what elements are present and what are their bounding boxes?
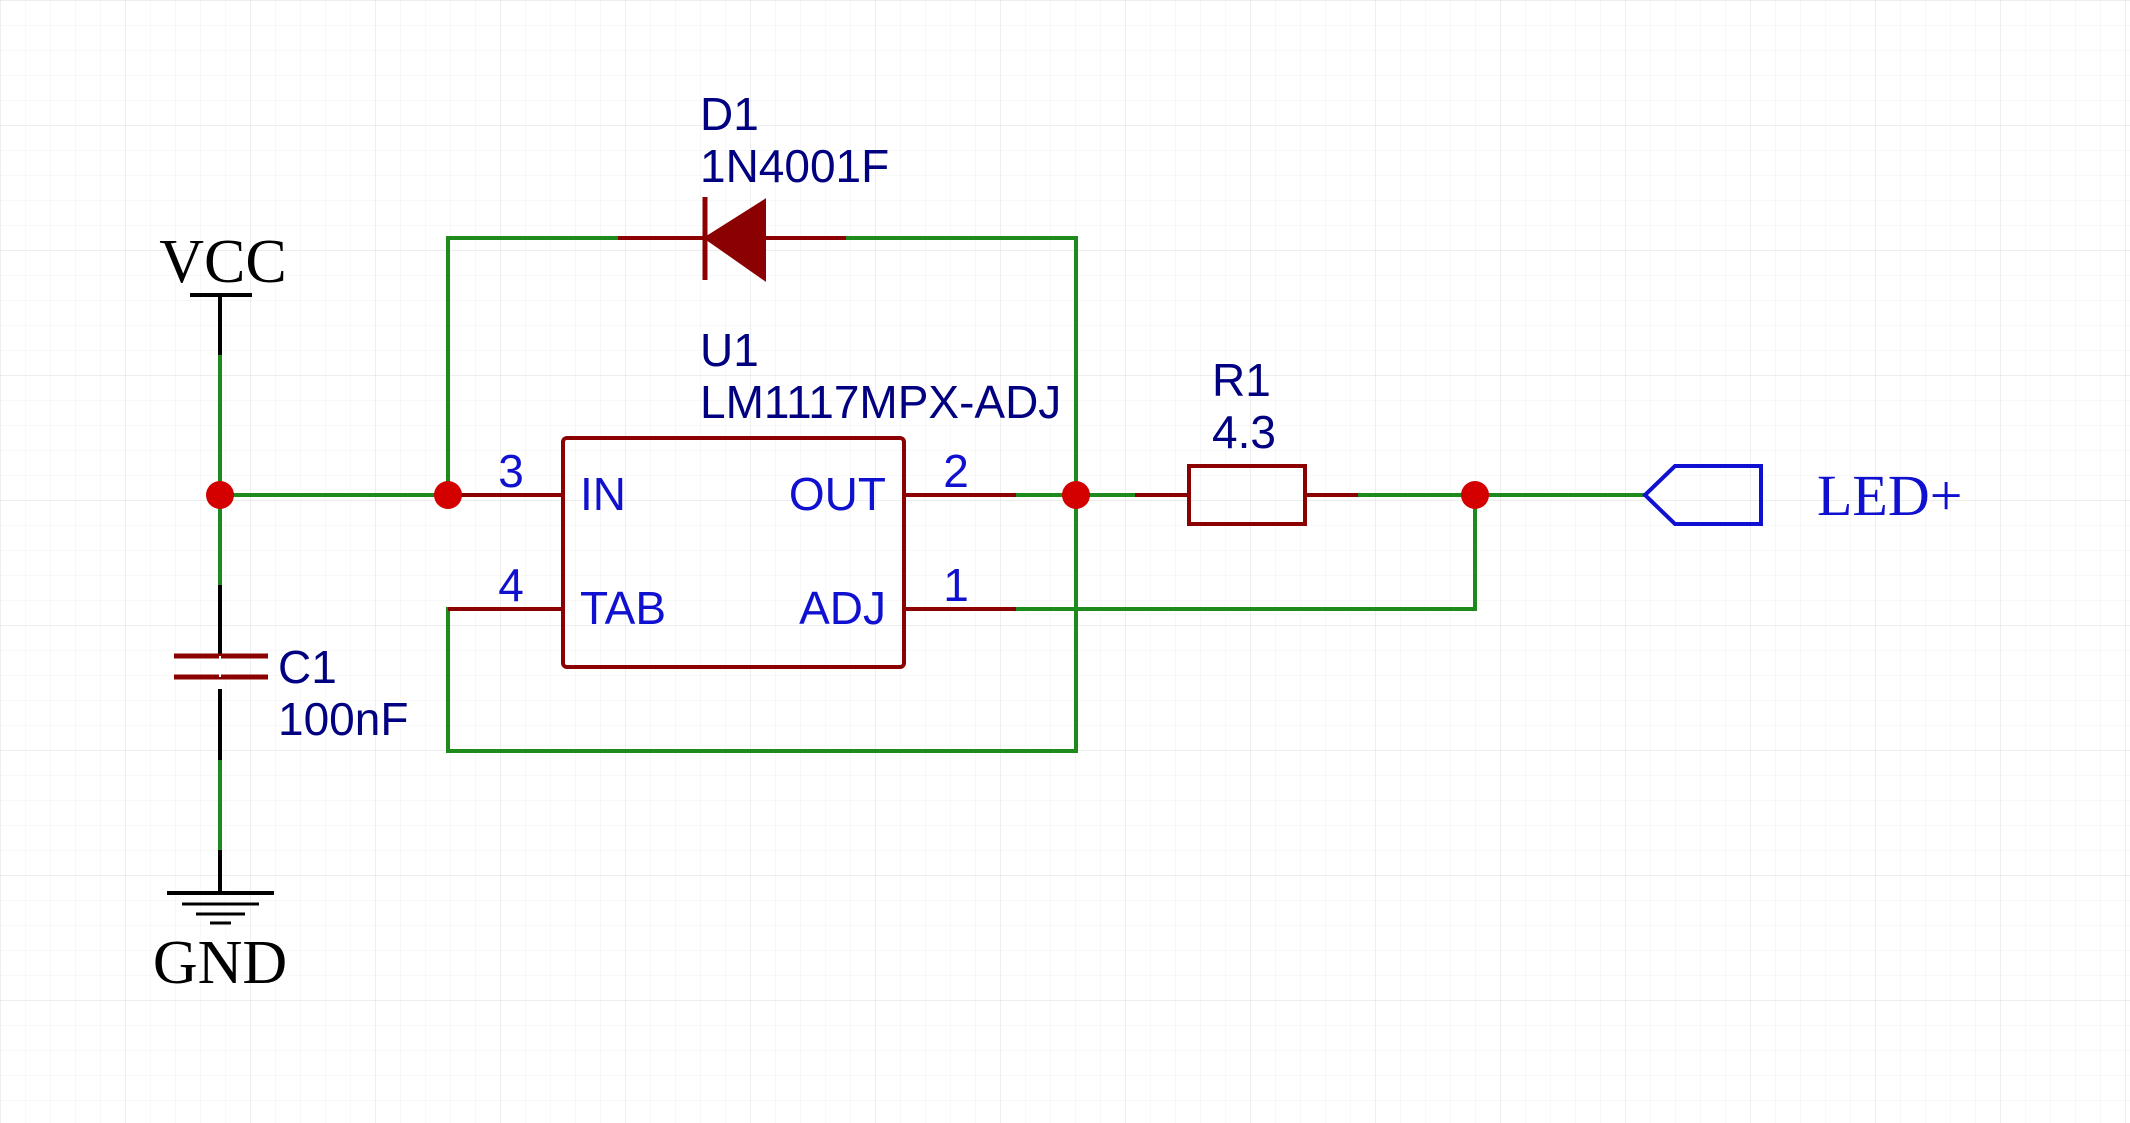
- wire-tab-loop[interactable]: [446, 493, 1078, 753]
- led-plus-net-port[interactable]: LED+: [1642, 463, 1962, 528]
- net-port-flag-icon: [1642, 464, 1763, 526]
- vcc-label: VCC: [159, 228, 286, 296]
- vcc-power-symbol[interactable]: VCC: [159, 228, 287, 355]
- gnd-label: GND: [153, 929, 287, 997]
- junction-vcc: [206, 481, 234, 509]
- d1-value: 1N4001F: [700, 140, 889, 192]
- d1-diode[interactable]: D1 1N4001F: [618, 88, 889, 282]
- u1-value: LM1117MPX-ADJ: [700, 376, 1061, 428]
- u1-pin-tab-number: 4: [498, 559, 524, 611]
- c1-value: 100nF: [278, 693, 408, 745]
- wire-adj-feedback[interactable]: [1014, 493, 1477, 611]
- c1-capacitor[interactable]: C1 100nF: [174, 585, 408, 760]
- led-plus-label: LED+: [1817, 463, 1962, 528]
- r1-designator: R1: [1212, 354, 1271, 406]
- u1-pin-tab-name: TAB: [580, 582, 666, 634]
- u1-pin-out-number: 2: [943, 445, 969, 497]
- gnd-power-symbol[interactable]: GND: [153, 850, 287, 997]
- junction-input: [434, 481, 462, 509]
- d1-designator: D1: [700, 88, 759, 140]
- r1-resistor[interactable]: R1 4.3: [1135, 354, 1358, 526]
- wire-d1-right[interactable]: [844, 236, 1078, 497]
- u1-pin-in-name: IN: [580, 468, 626, 520]
- u1-pin-in-number: 3: [498, 445, 524, 497]
- u1-pin-adj-name: ADJ: [799, 582, 886, 634]
- wire-d1-loop[interactable]: [446, 236, 620, 497]
- junction-output: [1062, 481, 1090, 509]
- d1-anode-triangle-icon: [703, 198, 766, 282]
- u1-pin-out-name: OUT: [789, 468, 886, 520]
- u1-designator: U1: [700, 324, 759, 376]
- r1-body: [1187, 464, 1307, 526]
- u1-regulator[interactable]: IN TAB OUT ADJ 3 4 2 1 U1 LM1117MPX-ADJ: [448, 324, 1061, 669]
- wires: [218, 236, 1647, 852]
- junctions: [206, 481, 1489, 509]
- junction-adj: [1461, 481, 1489, 509]
- c1-designator: C1: [278, 641, 337, 693]
- r1-value: 4.3: [1212, 406, 1276, 458]
- u1-body: [561, 436, 906, 669]
- u1-pin-adj-number: 1: [943, 559, 969, 611]
